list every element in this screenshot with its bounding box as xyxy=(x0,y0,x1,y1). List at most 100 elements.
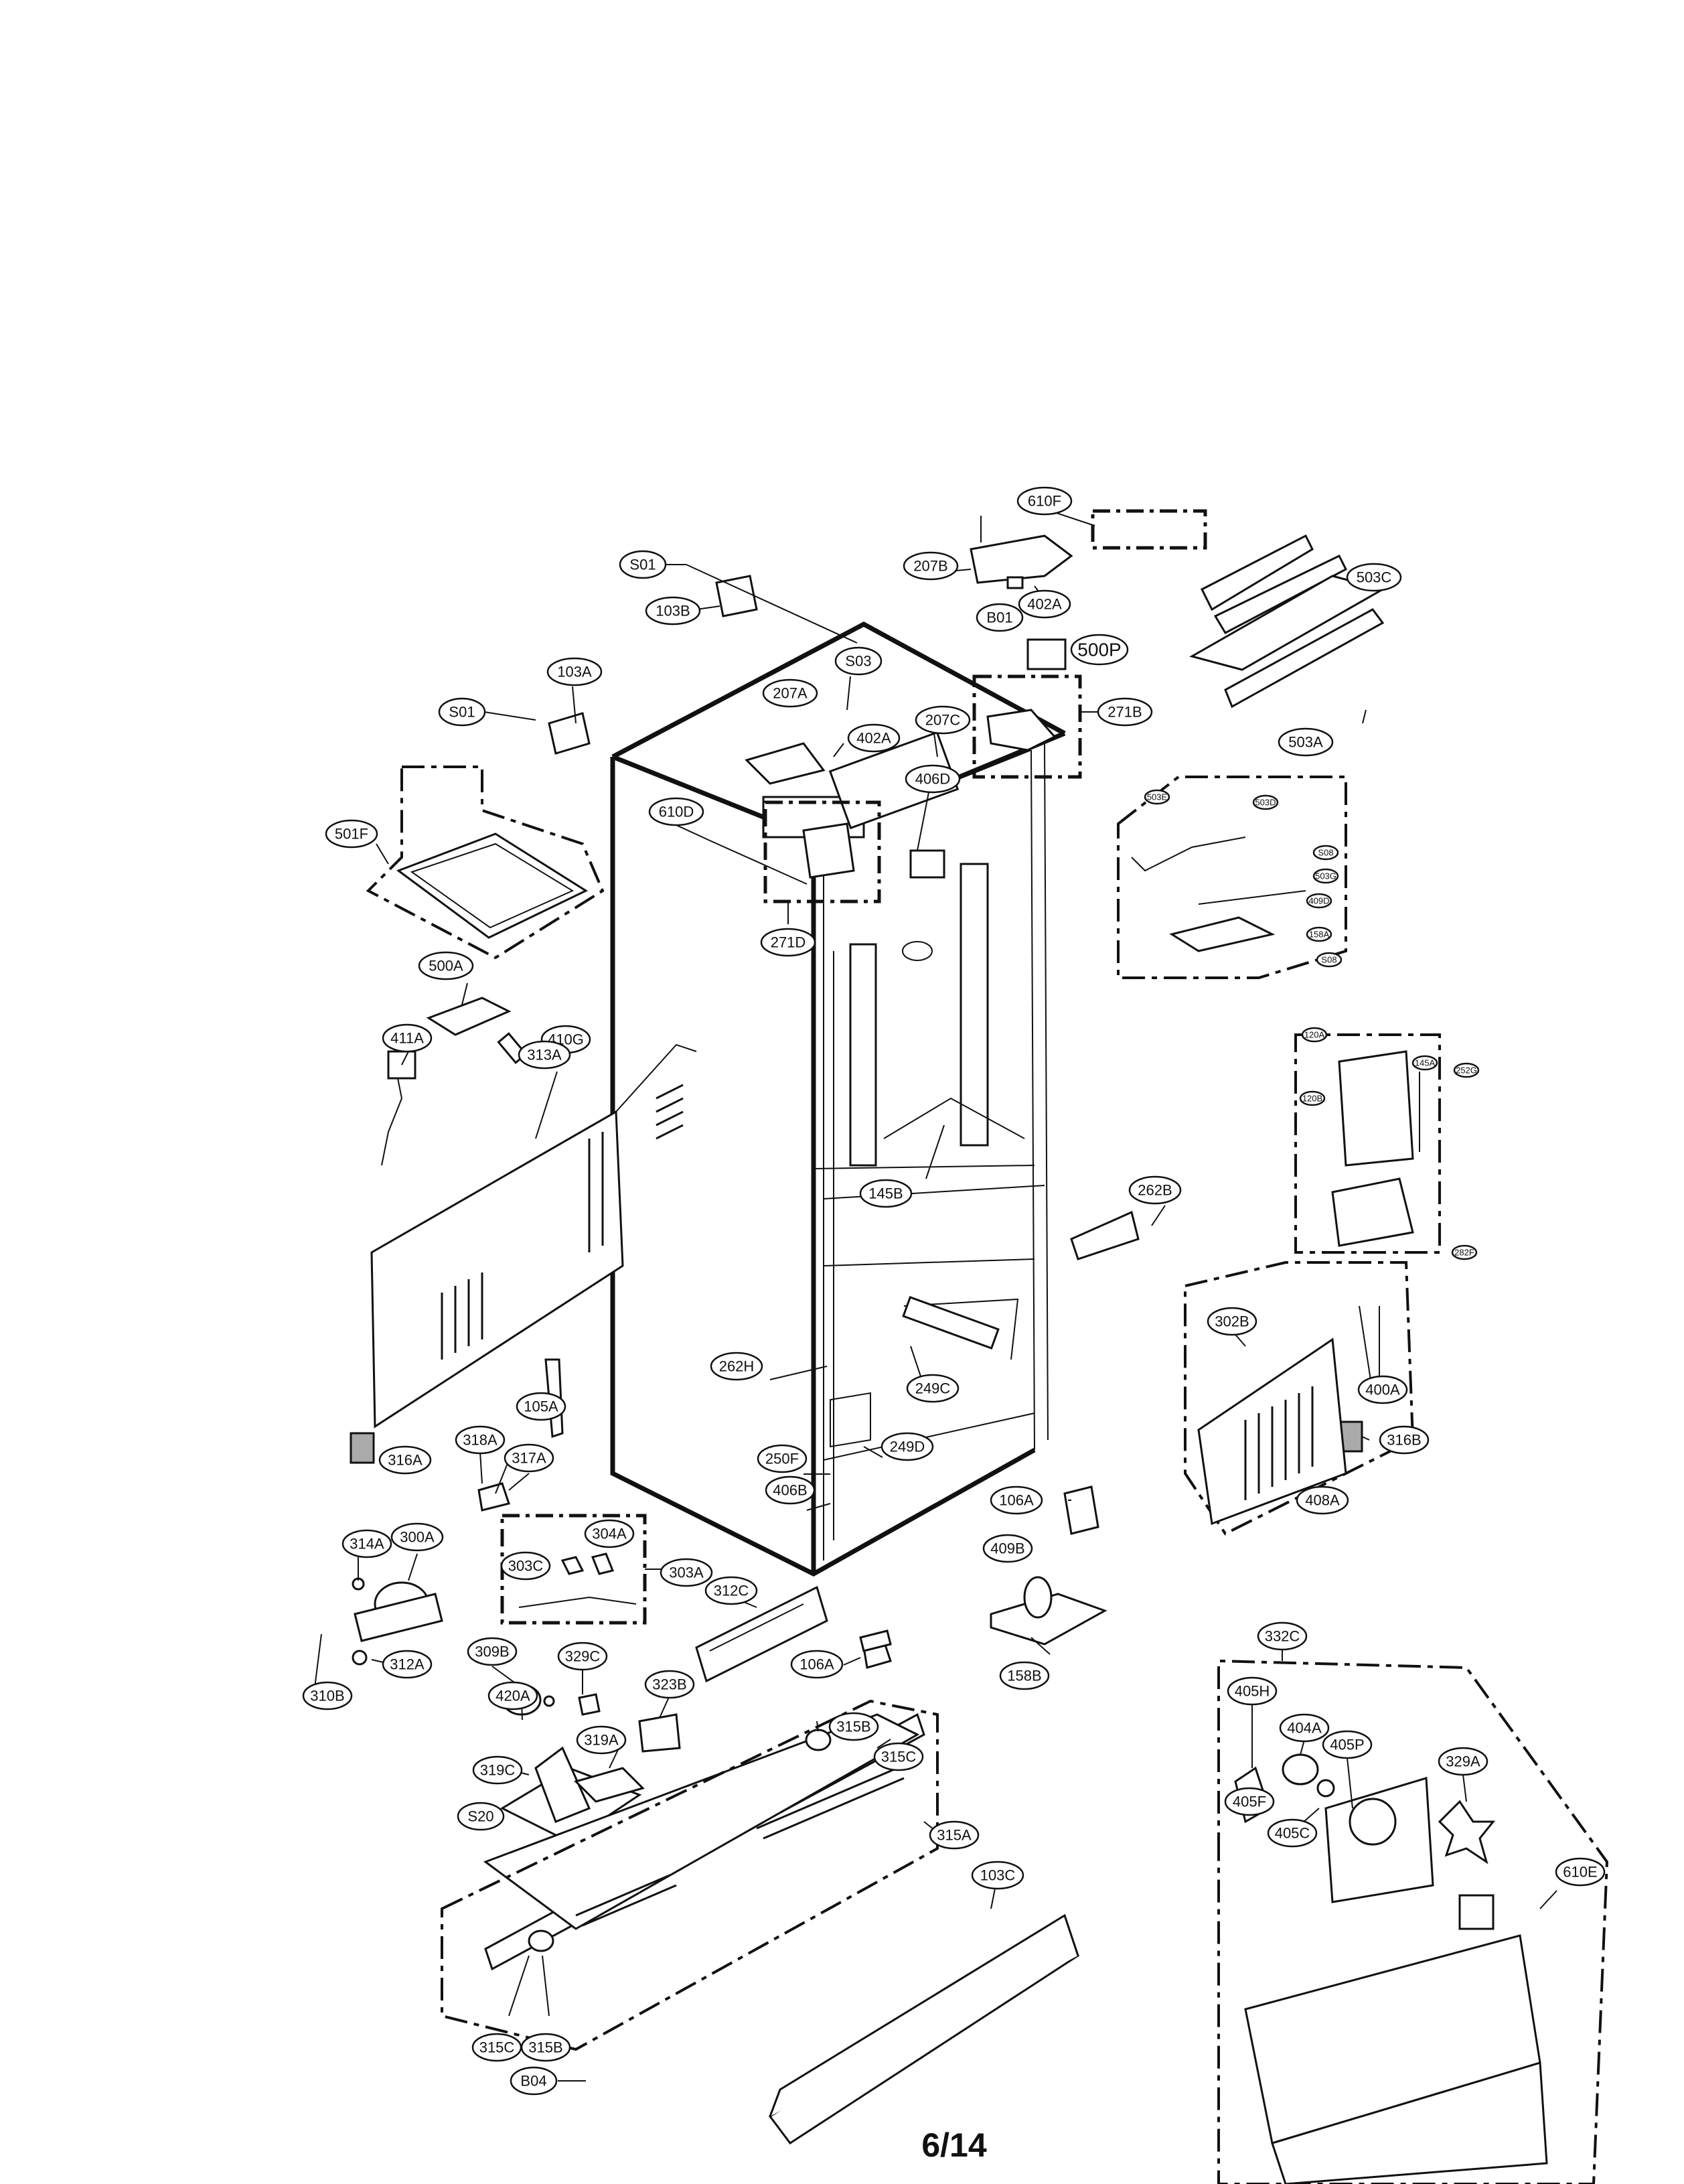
svg-text:402A: 402A xyxy=(1027,596,1062,613)
callout-406D: 406D xyxy=(905,764,961,794)
svg-text:503G: 503G xyxy=(1315,871,1336,881)
callout-405C: 405C xyxy=(1267,1818,1318,1848)
callout-309B: 309B xyxy=(467,1637,518,1666)
callout-262B: 262B xyxy=(1128,1175,1182,1205)
callout-315A: 315A xyxy=(929,1820,980,1850)
callout-332C: 332C xyxy=(1257,1621,1308,1651)
svg-text:323B: 323B xyxy=(652,1676,686,1693)
callout-315B-bottom: 315B xyxy=(520,2033,571,2062)
svg-text:317A: 317A xyxy=(512,1450,546,1467)
svg-text:409B: 409B xyxy=(990,1540,1024,1557)
svg-text:S08: S08 xyxy=(1321,955,1336,965)
svg-text:314A: 314A xyxy=(350,1536,384,1552)
callout-S08-a: S08 xyxy=(1312,845,1339,861)
callout-B01: B01 xyxy=(976,603,1024,632)
callout-303A: 303A xyxy=(660,1558,713,1587)
callout-406B: 406B xyxy=(765,1475,816,1505)
svg-text:252G: 252G xyxy=(1456,1066,1477,1076)
svg-text:405C: 405C xyxy=(1275,1825,1310,1842)
svg-text:405H: 405H xyxy=(1235,1683,1270,1700)
callout-409D: 409D xyxy=(1306,893,1332,909)
callout-207C: 207C xyxy=(915,705,971,735)
right-parts xyxy=(1070,575,1609,2184)
svg-text:309B: 309B xyxy=(475,1644,509,1660)
svg-text:402A: 402A xyxy=(856,730,891,747)
callout-503D: 503D xyxy=(1252,794,1279,810)
svg-text:303C: 303C xyxy=(508,1558,544,1575)
svg-text:249C: 249C xyxy=(915,1380,951,1397)
svg-text:409D: 409D xyxy=(1308,896,1329,906)
svg-text:145B: 145B xyxy=(868,1185,903,1202)
svg-text:408A: 408A xyxy=(1305,1492,1340,1509)
callout-402A-mid: 402A xyxy=(847,723,901,753)
svg-text:313A: 313A xyxy=(527,1047,562,1064)
svg-text:405F: 405F xyxy=(1233,1794,1266,1810)
callout-282F: 282F xyxy=(1451,1244,1478,1260)
svg-text:B01: B01 xyxy=(986,609,1012,626)
callout-S08-b: S08 xyxy=(1316,952,1343,968)
callout-409B: 409B xyxy=(982,1534,1033,1563)
svg-text:145A: 145A xyxy=(1415,1058,1436,1068)
callout-S01-top: S01 xyxy=(619,550,667,579)
callout-158B: 158B xyxy=(999,1661,1050,1690)
callout-323B: 323B xyxy=(644,1670,695,1699)
svg-text:503A: 503A xyxy=(1288,734,1323,751)
callout-252G: 252G xyxy=(1453,1062,1480,1078)
svg-text:500A: 500A xyxy=(429,958,463,974)
callout-S03: S03 xyxy=(834,646,883,676)
upper-hinge-assembly xyxy=(548,516,1347,879)
callout-S01-left: S01 xyxy=(438,697,486,727)
callout-404A: 404A xyxy=(1279,1713,1330,1743)
callout-315C-top: 315C xyxy=(873,1742,924,1771)
left-parts xyxy=(314,766,1363,1688)
svg-text:316B: 316B xyxy=(1387,1432,1421,1449)
callout-145B: 145B xyxy=(859,1179,913,1208)
callout-262H: 262H xyxy=(710,1352,763,1381)
svg-text:B04: B04 xyxy=(520,2073,546,2090)
callout-250F: 250F xyxy=(757,1444,808,1473)
svg-text:329A: 329A xyxy=(1446,1753,1480,1770)
callout-271D: 271D xyxy=(760,928,816,957)
callout-319C: 319C xyxy=(472,1755,523,1785)
callout-503C: 503C xyxy=(1346,563,1402,592)
svg-text:610E: 610E xyxy=(1563,1864,1597,1881)
callout-420A: 420A xyxy=(487,1681,538,1710)
callout-400A: 400A xyxy=(1357,1375,1408,1404)
svg-text:207C: 207C xyxy=(925,712,961,729)
callout-318A: 318A xyxy=(455,1425,506,1455)
callout-503A: 503A xyxy=(1278,727,1334,757)
callout-329C: 329C xyxy=(557,1642,608,1671)
svg-text:S08: S08 xyxy=(1318,848,1333,858)
svg-text:319A: 319A xyxy=(584,1732,619,1749)
callout-312C: 312C xyxy=(704,1576,758,1605)
svg-text:610F: 610F xyxy=(1028,493,1061,510)
callout-317A: 317A xyxy=(504,1443,554,1473)
page-number: 6/14 xyxy=(921,2126,987,2164)
svg-text:315C: 315C xyxy=(881,1749,917,1765)
svg-text:406D: 406D xyxy=(915,771,951,788)
callout-610D: 610D xyxy=(648,797,704,826)
svg-text:103C: 103C xyxy=(980,1867,1016,1884)
svg-text:S20: S20 xyxy=(467,1808,493,1825)
svg-text:207B: 207B xyxy=(913,558,947,575)
svg-text:120A: 120A xyxy=(1304,1030,1325,1040)
callout-503E: 503E xyxy=(1144,789,1170,805)
callout-120B: 120B xyxy=(1299,1090,1326,1106)
callout-310B: 310B xyxy=(302,1681,353,1710)
svg-text:318A: 318A xyxy=(463,1432,497,1449)
svg-text:158A: 158A xyxy=(1309,930,1330,940)
callout-314A: 314A xyxy=(341,1529,392,1558)
callout-500P: 500P xyxy=(1070,634,1129,666)
callout-610F: 610F xyxy=(1016,486,1073,516)
callout-249D: 249D xyxy=(881,1432,934,1461)
svg-text:103A: 103A xyxy=(557,664,592,680)
svg-text:610D: 610D xyxy=(659,804,694,820)
callout-315B-top: 315B xyxy=(828,1712,879,1741)
svg-text:106A: 106A xyxy=(799,1656,834,1673)
callout-405P: 405P xyxy=(1322,1730,1373,1759)
svg-text:411A: 411A xyxy=(390,1030,424,1047)
callout-105A: 105A xyxy=(516,1392,566,1421)
refrigerator-cabinet xyxy=(610,622,1066,1577)
svg-text:500P: 500P xyxy=(1077,640,1121,660)
callout-300A: 300A xyxy=(390,1522,444,1552)
